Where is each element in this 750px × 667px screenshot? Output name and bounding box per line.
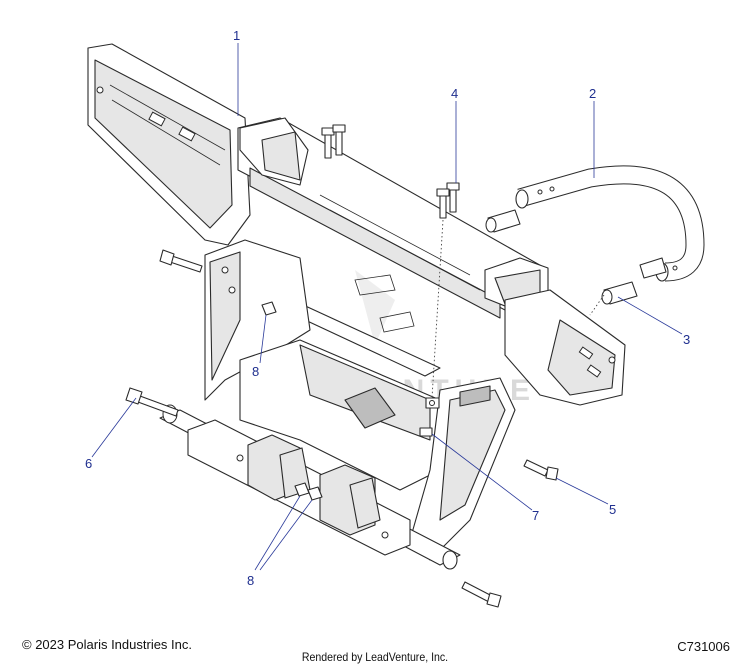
tube-sleeve-left xyxy=(485,209,521,233)
nuts-lower xyxy=(294,482,323,501)
callout-labels: 1 2 3 4 5 6 7 8 8 xyxy=(85,28,690,588)
callout-2: 2 xyxy=(589,86,596,101)
grab-bar-tube xyxy=(515,165,705,282)
assembly-guide-lines xyxy=(431,219,605,399)
callout-7: 7 xyxy=(532,508,539,523)
tube-sleeve-right xyxy=(601,257,667,305)
copyright-text: © 2023 Polaris Industries Inc. xyxy=(22,637,192,652)
callout-5: 5 xyxy=(609,502,616,517)
bolt-left-lower xyxy=(125,387,179,417)
callout-8-lower: 8 xyxy=(247,573,254,588)
bolt-top-left xyxy=(321,124,346,159)
callout-4: 4 xyxy=(451,86,458,101)
bumper-frame-assembly xyxy=(87,43,626,570)
callout-6: 6 xyxy=(85,456,92,471)
rendered-by-text: Rendered by LeadVenture, Inc. xyxy=(301,650,449,664)
nut-upper-left xyxy=(261,301,277,316)
nut-center xyxy=(419,397,440,437)
diagram-code: C731006 xyxy=(677,639,730,654)
bolt-right-side xyxy=(523,459,559,481)
callout-8-upper: 8 xyxy=(252,364,259,379)
leader-lines xyxy=(91,43,683,571)
bolt-top-center xyxy=(436,182,460,219)
bolt-left-upper xyxy=(159,249,203,273)
bolt-bottom xyxy=(461,581,502,608)
callout-3: 3 xyxy=(683,332,690,347)
callout-1: 1 xyxy=(233,28,240,43)
